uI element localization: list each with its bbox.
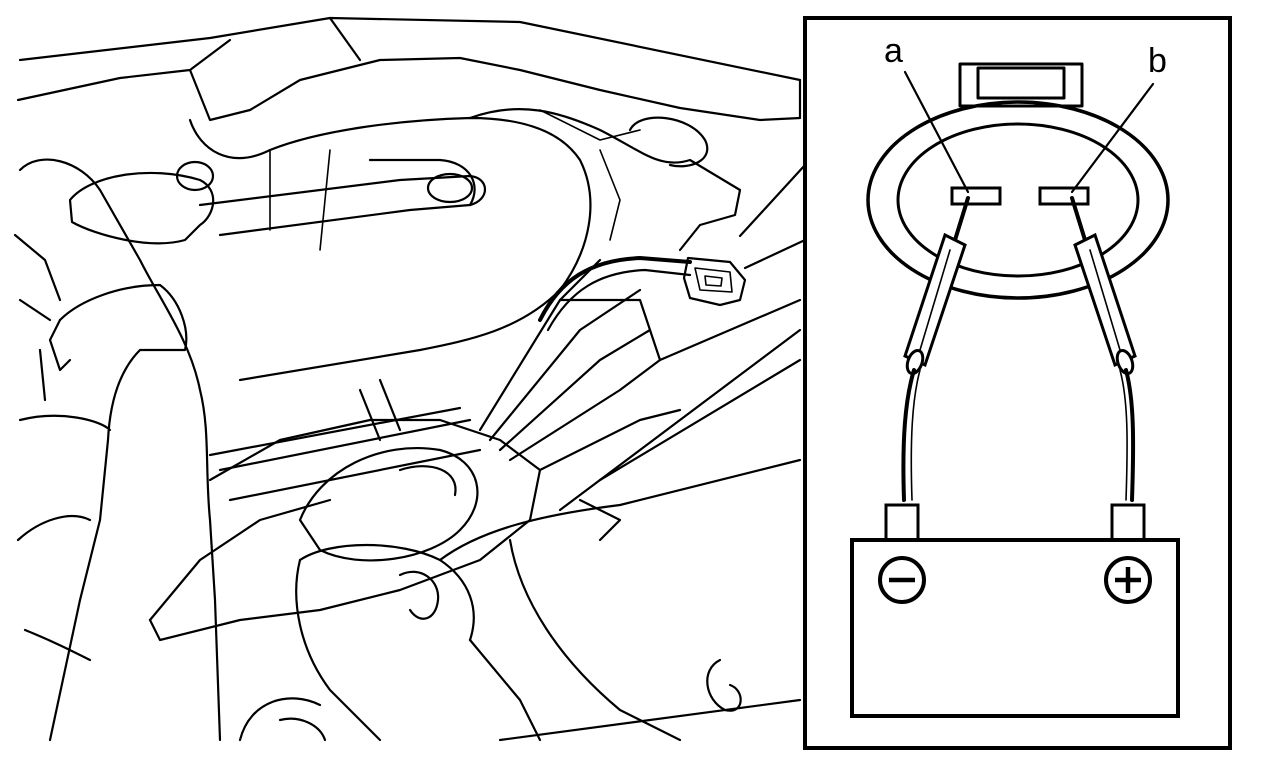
callout-a-leader bbox=[903, 70, 970, 194]
probe-lead-a bbox=[901, 196, 970, 502]
battery-positive-symbol bbox=[1104, 556, 1152, 604]
battery bbox=[850, 503, 1180, 718]
connector-face bbox=[866, 62, 1170, 300]
callout-b-leader bbox=[1070, 82, 1155, 194]
sensor-connector bbox=[682, 256, 747, 307]
probe-lead-b bbox=[1070, 196, 1137, 502]
battery-negative-terminal bbox=[884, 503, 920, 543]
battery-negative-symbol bbox=[878, 556, 926, 604]
callout-a-label: a bbox=[884, 32, 903, 70]
callout-b-label: b bbox=[1148, 42, 1167, 80]
terminal-a bbox=[950, 186, 1002, 206]
inset-detail: a b bbox=[803, 16, 1232, 750]
engine-bay-illustration bbox=[13, 16, 807, 742]
terminal-b bbox=[1038, 186, 1090, 206]
battery-positive-terminal bbox=[1110, 503, 1146, 543]
